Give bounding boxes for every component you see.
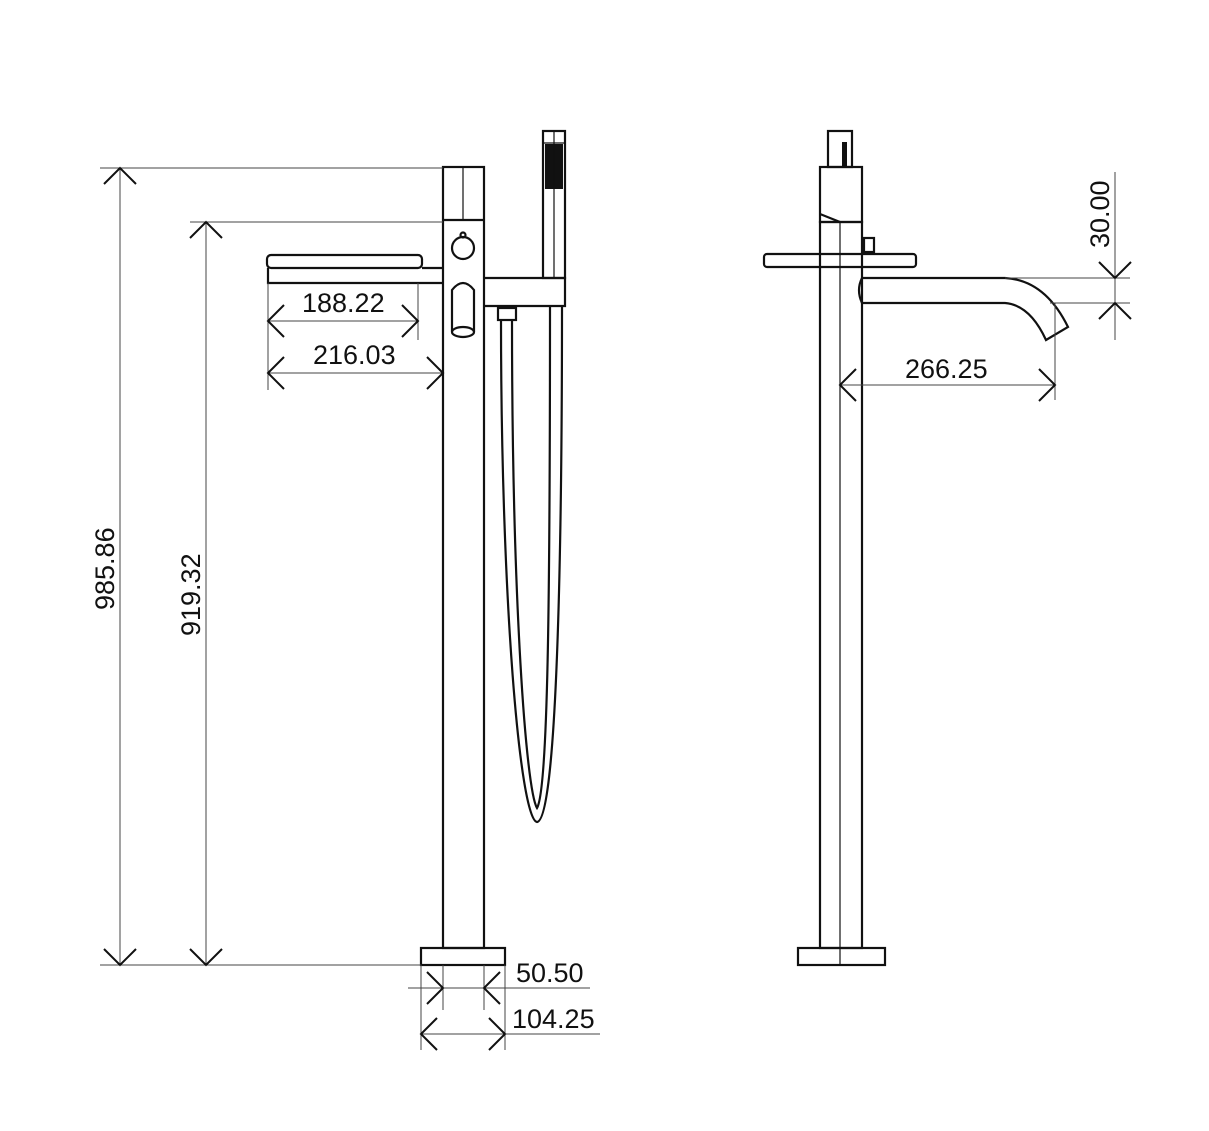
dim-overall-height: 985.86 bbox=[90, 527, 120, 610]
floor-base bbox=[419, 946, 507, 967]
side-base bbox=[796, 946, 887, 967]
main-column bbox=[441, 165, 486, 950]
side-view bbox=[762, 129, 1070, 967]
shower-hose bbox=[499, 305, 564, 824]
side-lever bbox=[826, 129, 854, 169]
side-dimensions: 266.25 30.00 bbox=[838, 172, 1132, 402]
side-spout bbox=[857, 276, 1070, 342]
waterfall-tray bbox=[265, 253, 424, 270]
dim-spout-projection: 266.25 bbox=[905, 354, 988, 384]
side-body bbox=[818, 165, 864, 224]
side-column bbox=[818, 220, 864, 950]
hose-connector bbox=[496, 306, 518, 322]
shower-hose-inner bbox=[510, 305, 552, 811]
lower-outlet bbox=[450, 281, 476, 332]
side-knob bbox=[862, 236, 876, 254]
front-dimensions: 985.86 919.32 188.22 216.03 50.50 104.25 bbox=[90, 166, 600, 1051]
diverter-arm bbox=[484, 276, 567, 308]
tray-bar bbox=[266, 266, 443, 285]
control-knob bbox=[450, 235, 476, 261]
dim-base-diameter: 104.25 bbox=[512, 1004, 595, 1034]
dim-tray-projection: 216.03 bbox=[313, 340, 396, 370]
dim-spout-height: 919.32 bbox=[176, 553, 206, 636]
dim-spout-drop: 30.00 bbox=[1085, 180, 1115, 248]
outlet-opening bbox=[450, 325, 476, 339]
side-tray bbox=[762, 252, 918, 269]
dim-tray-length: 188.22 bbox=[302, 288, 385, 318]
front-view bbox=[265, 129, 567, 967]
knob-indicator bbox=[459, 231, 467, 239]
dim-column-diameter: 50.50 bbox=[516, 958, 584, 988]
